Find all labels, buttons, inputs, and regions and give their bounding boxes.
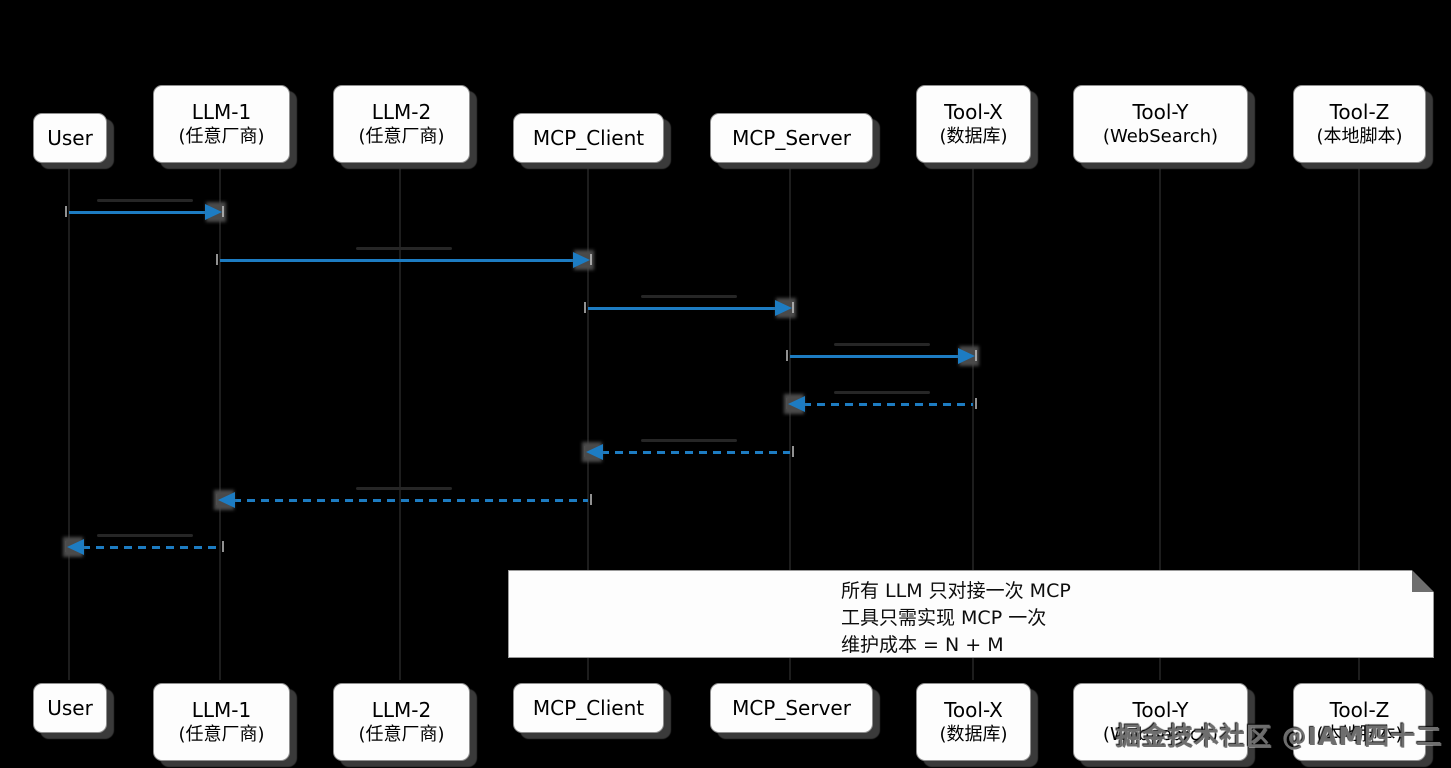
participant-name: Tool-X (944, 99, 1003, 124)
arrowhead-right-icon (775, 300, 792, 316)
participant-name: MCP_Client (532, 125, 645, 150)
note-line: 所有 LLM 只对接一次 MCP (841, 580, 1071, 602)
participant-name: LLM-1 (191, 99, 252, 124)
participant-subtitle: (数据库) (939, 724, 1008, 746)
participant-name: Tool-Y (1132, 99, 1189, 124)
lifeline-tick (786, 350, 788, 361)
lifeline-tick (216, 254, 218, 265)
participant-box-llm2-top: LLM-2 (任意厂商) (333, 85, 470, 163)
participant-box-llm1-top: LLM-1 (任意厂商) (153, 85, 290, 163)
participant-subtitle: (WebSearch) (1102, 126, 1219, 148)
lifeline-tick (65, 206, 67, 217)
arrowhead-left-icon (218, 492, 235, 508)
lifeline-user (68, 166, 70, 680)
lifeline-tool-x (972, 166, 974, 680)
participant-box-tool-y-top: Tool-Y (WebSearch) (1073, 85, 1248, 163)
lifeline-mcp-server (789, 166, 791, 680)
participant-subtitle: (任意厂商) (178, 126, 265, 148)
lifeline-tick (975, 350, 977, 361)
participant-box-llm2-bottom: LLM-2 (任意厂商) (333, 683, 470, 761)
participant-subtitle: (本地脚本) (1316, 126, 1403, 148)
watermark: 掘金技术社区 @IAM四十二 (1116, 722, 1443, 751)
arrow-label-smudge (641, 295, 737, 298)
arrowhead-left-icon (67, 539, 84, 555)
note-text: 所有 LLM 只对接一次 MCP 工具只需实现 MCP 一次 维护成本 = N … (841, 578, 1071, 659)
lifeline-tick (792, 302, 794, 313)
participant-name: LLM-2 (371, 99, 432, 124)
participant-subtitle: (任意厂商) (178, 724, 265, 746)
participant-box-user-top: User (33, 113, 107, 163)
lifeline-tool-y (1159, 166, 1161, 680)
participant-name: MCP_Client (532, 695, 645, 720)
arrow-line (803, 403, 973, 406)
arrow-line (82, 546, 220, 549)
lifeline-tick (792, 446, 794, 457)
participant-name: Tool-Z (1329, 697, 1390, 722)
arrowhead-right-icon (573, 252, 590, 268)
participant-box-user-bottom: User (33, 683, 107, 733)
participant-name: Tool-Y (1132, 697, 1189, 722)
arrow-line (69, 211, 207, 214)
participant-subtitle: (任意厂商) (358, 126, 445, 148)
lifeline-tick (222, 541, 224, 552)
participant-box-tool-x-top: Tool-X (数据库) (916, 85, 1031, 163)
participant-subtitle: (本地脚本) (1316, 724, 1403, 746)
arrowhead-right-icon (958, 348, 975, 364)
participant-name: User (47, 695, 93, 720)
participant-box-mcp-client-top: MCP_Client (513, 113, 664, 163)
lifeline-mcp-client (587, 166, 589, 680)
arrow-label-smudge (641, 439, 737, 442)
participant-subtitle: (任意厂商) (358, 724, 445, 746)
participant-subtitle: (数据库) (939, 126, 1008, 148)
participant-name: User (47, 125, 93, 150)
participant-name: Tool-Z (1329, 99, 1390, 124)
lifeline-tick (222, 206, 224, 217)
arrow-line (233, 499, 588, 502)
participant-subtitle: (WebSearch) (1102, 724, 1219, 746)
arrow-label-smudge (356, 487, 452, 490)
participant-box-mcp-client-bottom: MCP_Client (513, 683, 664, 733)
participant-name: Tool-X (944, 697, 1003, 722)
participant-name: LLM-2 (371, 697, 432, 722)
participant-box-tool-z-top: Tool-Z (本地脚本) (1293, 85, 1426, 163)
arrow-line (601, 451, 790, 454)
arrow-label-smudge (833, 391, 930, 394)
arrow-label-smudge (356, 247, 452, 250)
arrow-line (588, 307, 777, 310)
arrow-line (220, 259, 575, 262)
lifeline-llm2 (399, 166, 401, 680)
arrow-label-smudge (833, 343, 930, 346)
participant-name: MCP_Server (732, 125, 851, 150)
arrow-label-smudge (96, 199, 193, 202)
participant-box-llm1-bottom: LLM-1 (任意厂商) (153, 683, 290, 761)
participant-box-tool-z-bottom: Tool-Z (本地脚本) (1293, 683, 1426, 761)
arrow-line (790, 355, 960, 358)
note-line: 工具只需实现 MCP 一次 (841, 607, 1047, 629)
lifeline-tick (584, 302, 586, 313)
note-line: 维护成本 = N + M (841, 634, 1004, 656)
participant-name: LLM-1 (191, 697, 252, 722)
note-box: 所有 LLM 只对接一次 MCP 工具只需实现 MCP 一次 维护成本 = N … (508, 570, 1434, 658)
lifeline-tick (590, 254, 592, 265)
arrowhead-right-icon (205, 204, 222, 220)
arrowhead-left-icon (586, 444, 603, 460)
arrowhead-left-icon (788, 396, 805, 412)
lifeline-tick (975, 398, 977, 409)
participant-name: MCP_Server (732, 695, 851, 720)
participant-box-tool-y-bottom: Tool-Y (WebSearch) (1073, 683, 1248, 761)
participant-box-mcp-server-top: MCP_Server (710, 113, 873, 163)
participant-box-mcp-server-bottom: MCP_Server (710, 683, 873, 733)
lifeline-tool-z (1358, 166, 1360, 680)
participant-box-tool-x-bottom: Tool-X (数据库) (916, 683, 1031, 761)
lifeline-llm1 (219, 166, 221, 680)
arrow-label-smudge (96, 534, 193, 537)
lifeline-tick (590, 494, 592, 505)
